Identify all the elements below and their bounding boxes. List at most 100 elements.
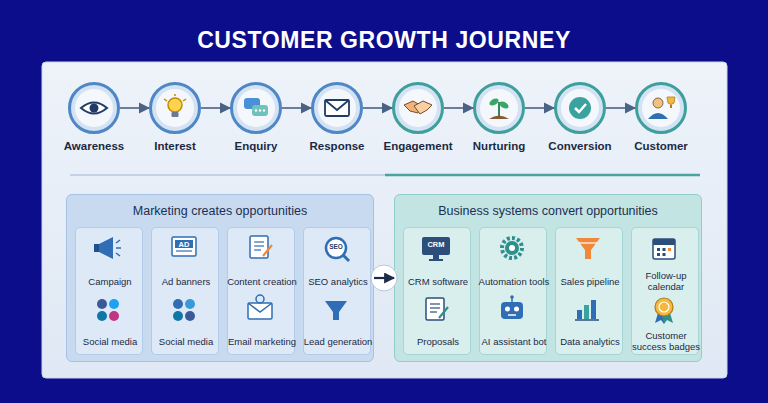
stage-label: Customer <box>611 140 711 152</box>
envelope-icon <box>325 100 349 116</box>
flow-arrow <box>444 107 473 109</box>
customer-icon <box>648 97 675 119</box>
connector-group <box>120 108 635 278</box>
divider-line <box>385 174 700 177</box>
bulb-icon <box>183 99 186 101</box>
bulb-icon <box>164 99 167 101</box>
circle-ring <box>151 84 200 133</box>
check-icon <box>569 97 591 119</box>
bulb-icon <box>164 94 186 117</box>
proposal-icon <box>430 307 440 308</box>
eye-icon <box>81 103 107 114</box>
plant-icon <box>488 97 500 107</box>
document-icon <box>250 236 272 258</box>
circle-ring <box>394 84 443 133</box>
plant-icon <box>498 100 510 110</box>
item-label: Email marketing <box>223 328 301 354</box>
document-icon <box>254 249 261 250</box>
calendar-icon <box>653 239 675 259</box>
social-icons <box>109 299 119 309</box>
circle-core <box>237 89 275 127</box>
panel-heading: Marketing creates opportunities <box>67 204 373 218</box>
eye-icon <box>81 103 107 114</box>
flow-arrow <box>606 107 635 109</box>
bulb-icon <box>168 98 182 112</box>
social-icons <box>97 299 119 321</box>
badge-icon <box>659 302 669 312</box>
eye-icon <box>90 104 99 113</box>
flow-arrow <box>525 107 554 109</box>
handshake-icon <box>414 101 432 114</box>
bulb-icon <box>174 94 176 96</box>
calendar-icon <box>668 248 671 251</box>
circle-ring <box>637 84 686 133</box>
circle-core <box>561 89 599 127</box>
item-label: Content creation <box>223 268 301 294</box>
robot-icon <box>514 307 519 312</box>
proposal-icon <box>439 307 448 318</box>
stage-label: Nurturing <box>449 140 549 152</box>
megaphone-icon <box>116 253 120 256</box>
megaphone-icon <box>116 240 120 243</box>
group-panel: Marketing creates opportunitiesCampaignS… <box>66 194 374 362</box>
megaphone-icon <box>116 247 121 249</box>
item-label: Social media <box>71 328 149 354</box>
circle-ring <box>475 84 524 133</box>
chat-icon <box>259 109 261 111</box>
document-icon <box>254 241 264 242</box>
chat-icon <box>263 109 265 111</box>
robot-icon <box>508 314 516 316</box>
proposal-icon <box>430 303 440 304</box>
icon-text: AD <box>164 240 204 250</box>
item-label: Campaign <box>71 268 149 294</box>
item-label: Follow-up calendar <box>627 268 705 294</box>
circle-core <box>480 89 518 127</box>
flow-arrow <box>282 107 311 109</box>
email-icon <box>248 303 272 312</box>
item-label: Lead generation <box>299 328 377 354</box>
gear-icon <box>502 238 522 258</box>
circle-ring <box>556 84 605 133</box>
plant-icon <box>488 97 510 119</box>
stage-label: Awareness <box>44 140 144 152</box>
calendar-icon <box>657 253 660 256</box>
envelope-icon <box>325 100 349 116</box>
circle-core <box>642 89 680 127</box>
social-icons <box>97 299 107 309</box>
badge-icon <box>655 298 673 316</box>
plant-icon <box>489 116 509 120</box>
proposal-icon <box>426 298 448 320</box>
email-icon <box>256 295 264 303</box>
divider-line <box>70 174 385 176</box>
panel-heading: Business systems convert opportunities <box>395 204 701 218</box>
gear-icon <box>505 241 519 255</box>
calendar-icon <box>653 239 675 259</box>
stage-label: Interest <box>125 140 225 152</box>
badge-icon <box>655 298 673 324</box>
social-icons <box>173 299 183 309</box>
chart-icon <box>591 300 596 319</box>
social-icons <box>97 311 107 321</box>
circle-core <box>75 89 113 127</box>
flow-arrow <box>374 277 394 279</box>
chart-icon <box>584 305 589 319</box>
proposal-icon <box>430 311 437 312</box>
item-label: Data analytics <box>551 328 629 354</box>
monitor-icon <box>433 255 439 259</box>
customer-icon <box>667 97 675 105</box>
group-panel: Business systems convert opportunitiesCR… <box>394 194 702 362</box>
item-label: Social media <box>147 328 225 354</box>
document-icon <box>263 245 272 256</box>
pipeline-icon <box>576 238 600 259</box>
check-icon <box>575 104 586 112</box>
stage-label: Engagement <box>368 140 468 152</box>
social-icons <box>173 311 183 321</box>
chat-icon <box>255 109 257 111</box>
robot-icon <box>501 302 523 319</box>
item-label: Sales pipeline <box>551 268 629 294</box>
calendar-icon <box>663 248 666 251</box>
